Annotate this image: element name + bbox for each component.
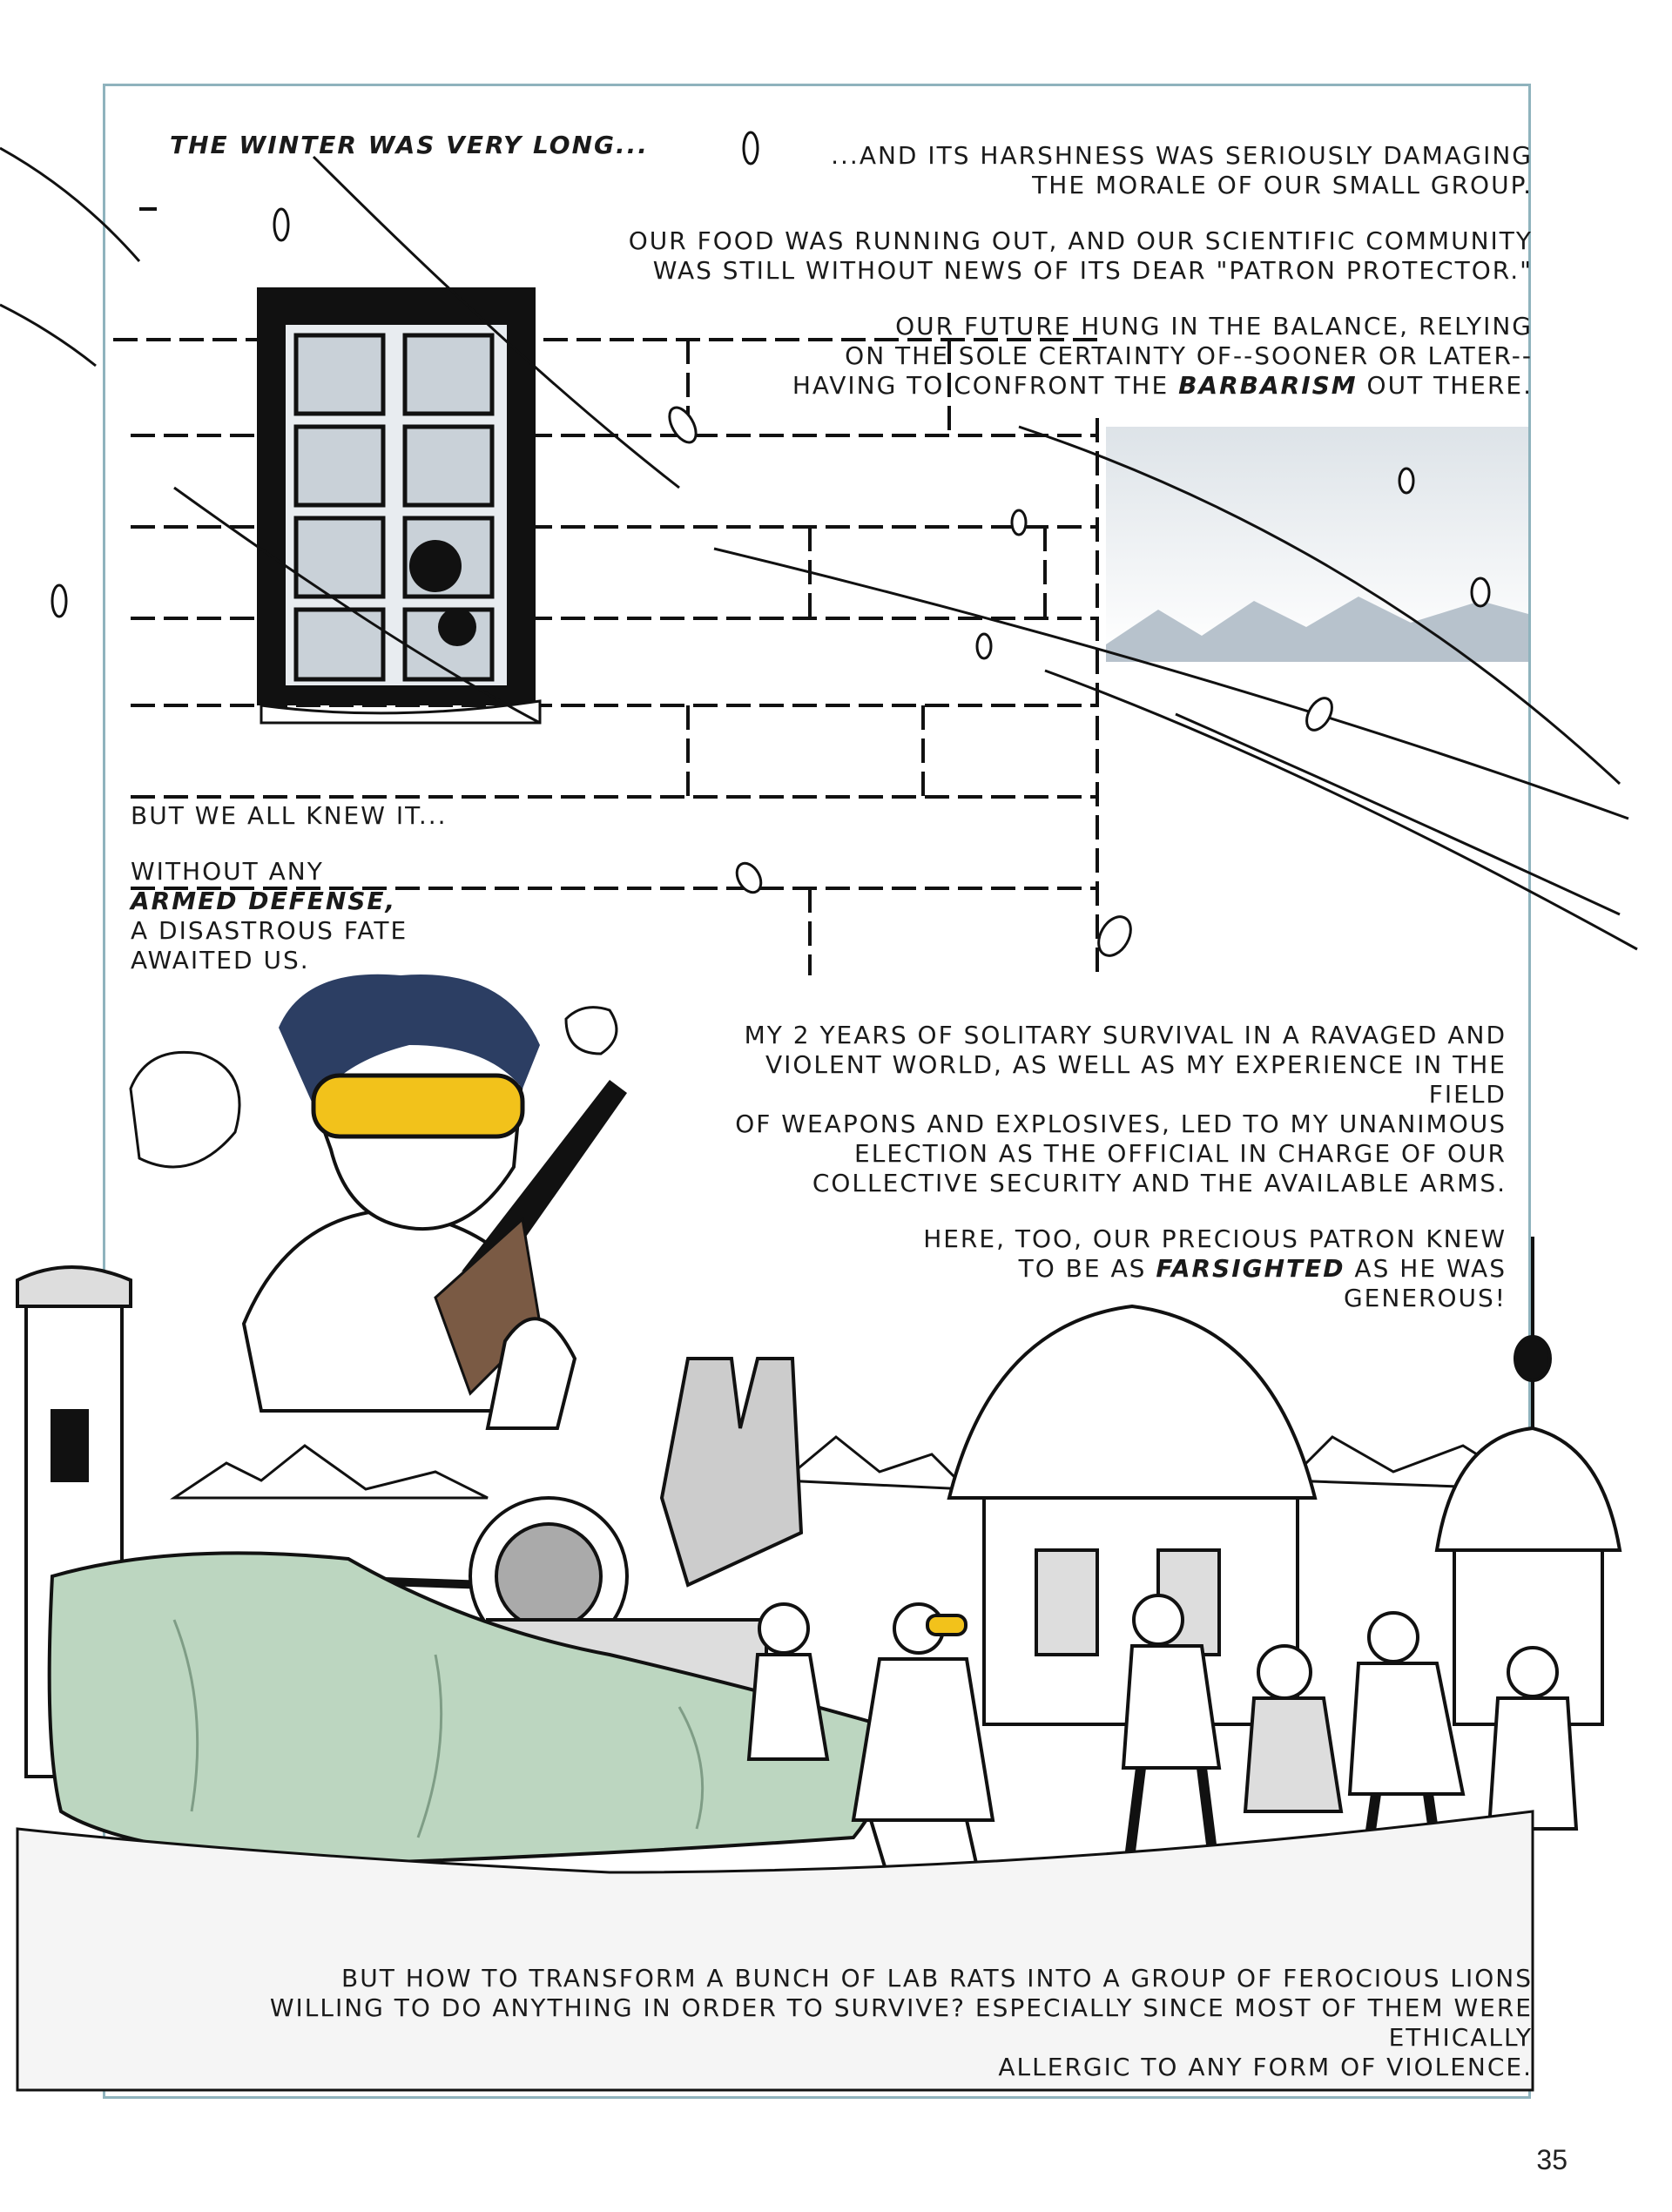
caption-line: ALLERGIC TO ANY FORM OF VIOLENCE. — [998, 2053, 1533, 2081]
caption-line: ON THE SOLE CERTAINTY OF--SOONER OR LATE… — [845, 341, 1533, 370]
caption-line: WAS STILL WITHOUT NEWS OF ITS DEAR "PATR… — [652, 256, 1533, 285]
caption-line: HERE, TOO, OUR PRECIOUS PATRON KNEW — [923, 1224, 1507, 1253]
caption-line: COLLECTIVE SECURITY AND THE AVAILABLE AR… — [812, 1169, 1507, 1197]
stone-wall — [113, 207, 1099, 975]
caption-fragment: HAVING TO CONFRONT THE — [792, 371, 1179, 400]
mountain-range — [170, 1435, 1538, 1500]
caption-line: HAVING TO CONFRONT THE BARBARISM OUT THE… — [618, 371, 1533, 401]
caption-line: BUT HOW TO TRANSFORM A BUNCH OF LAB RATS… — [341, 1964, 1533, 1993]
snowy-background — [1106, 427, 1528, 662]
snow-clumps — [129, 1006, 618, 1169]
emphasis-armed-defense: ARMED DEFENSE, — [131, 887, 397, 915]
emphasis-barbarism: BARBARISM — [1178, 371, 1358, 400]
caption-top-right: ...AND ITS HARSHNESS WAS SERIOUSLY DAMAG… — [618, 141, 1533, 401]
page-number: 35 — [1536, 2144, 1568, 2175]
caption-mid-right: MY 2 YEARS OF SOLITARY SURVIVAL IN A RAV… — [688, 1021, 1507, 1313]
caption-line: OUR FUTURE HUNG IN THE BALANCE, RELYING — [895, 312, 1533, 341]
caption-fragment: AS HE WAS — [1345, 1254, 1507, 1283]
caption-line: WITHOUT ANY — [131, 857, 324, 886]
goggles-icon — [311, 1073, 525, 1139]
caption-left: BUT WE ALL KNEW IT... WITHOUT ANY ARMED … — [131, 801, 479, 975]
wind-streaks — [0, 146, 1638, 951]
caption-line: THE MORALE OF OUR SMALL GROUP. — [1032, 171, 1533, 199]
page-frame — [103, 84, 1531, 2099]
snowy-ground — [16, 1810, 1534, 2092]
caption-fragment: TO BE AS — [1018, 1254, 1156, 1283]
snowflakes — [51, 131, 1491, 957]
caption-line: MY 2 YEARS OF SOLITARY SURVIVAL IN A RAV… — [744, 1021, 1507, 1049]
man-with-rifle-portrait — [241, 974, 627, 1430]
caption-line: OF WEAPONS AND EXPLOSIVES, LED TO MY UNA… — [735, 1109, 1507, 1138]
caption-line: VIOLENT WORLD, AS WELL AS MY EXPERIENCE … — [765, 1050, 1507, 1109]
caption-line: ...AND ITS HARSHNESS WAS SERIOUSLY DAMAG… — [831, 141, 1533, 170]
caption-intro: THE WINTER WAS VERY LONG... — [170, 131, 649, 159]
caption-line: WILLING TO DO ANYTHING IN ORDER TO SURVI… — [269, 1993, 1533, 2052]
caption-line: A DISASTROUS FATE — [131, 916, 408, 945]
window — [257, 287, 542, 725]
caption-bottom: BUT HOW TO TRANSFORM A BUNCH OF LAB RATS… — [139, 1964, 1533, 2082]
caption-line: BUT WE ALL KNEW IT... — [131, 801, 448, 830]
caption-line: OUR FOOD WAS RUNNING OUT, AND OUR SCIENT… — [628, 226, 1533, 255]
caption-line: TO BE AS FARSIGHTED AS HE WAS — [688, 1254, 1507, 1284]
caption-line: ELECTION AS THE OFFICIAL IN CHARGE OF OU… — [854, 1139, 1507, 1168]
emphasis-farsighted: FARSIGHTED — [1156, 1254, 1345, 1283]
caption-line: AWAITED US. — [131, 946, 310, 974]
caption-fragment: OUT THERE. — [1357, 371, 1533, 400]
caption-line: GENEROUS! — [1343, 1284, 1507, 1312]
